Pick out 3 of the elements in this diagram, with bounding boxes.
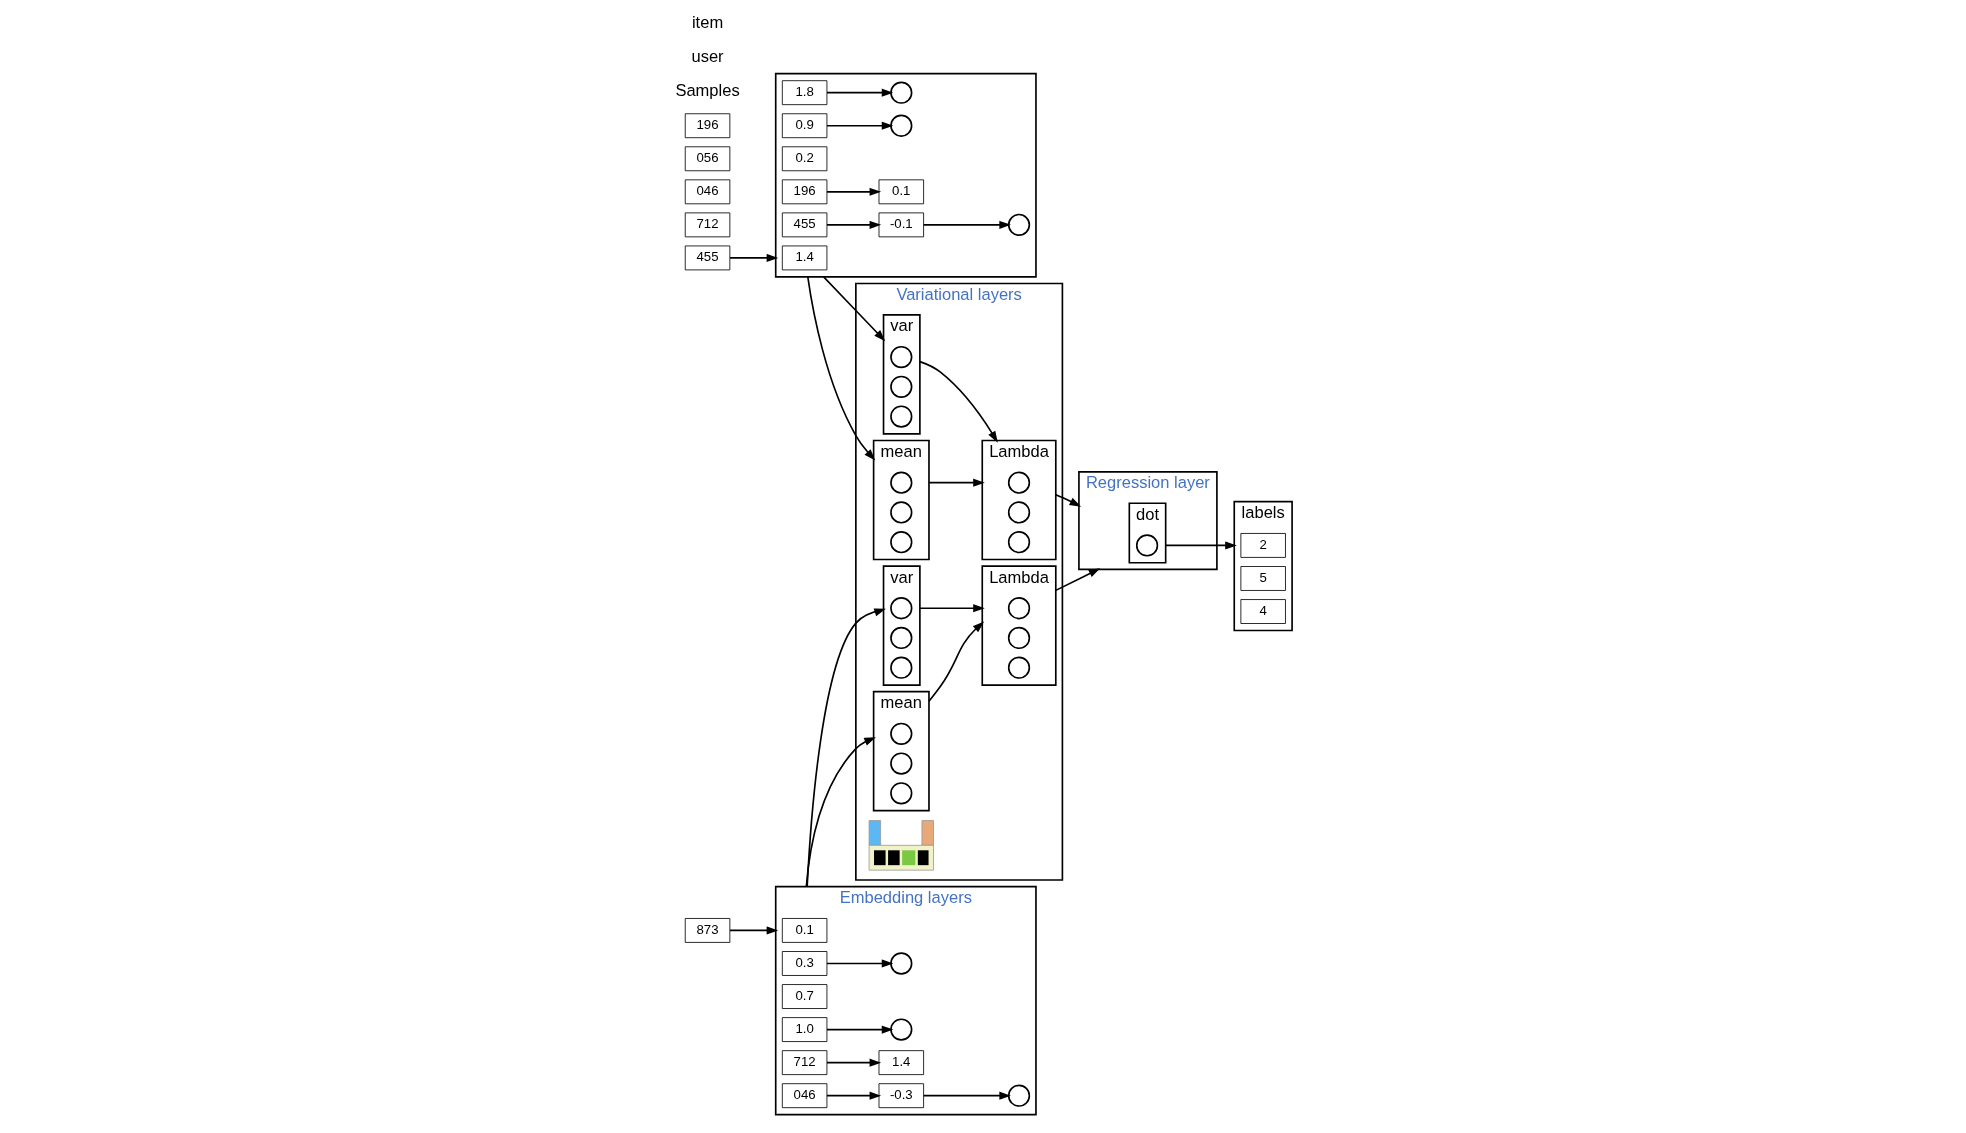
label: Samples — [674, 80, 740, 100]
label: item — [691, 13, 723, 33]
label: user — [690, 47, 724, 67]
